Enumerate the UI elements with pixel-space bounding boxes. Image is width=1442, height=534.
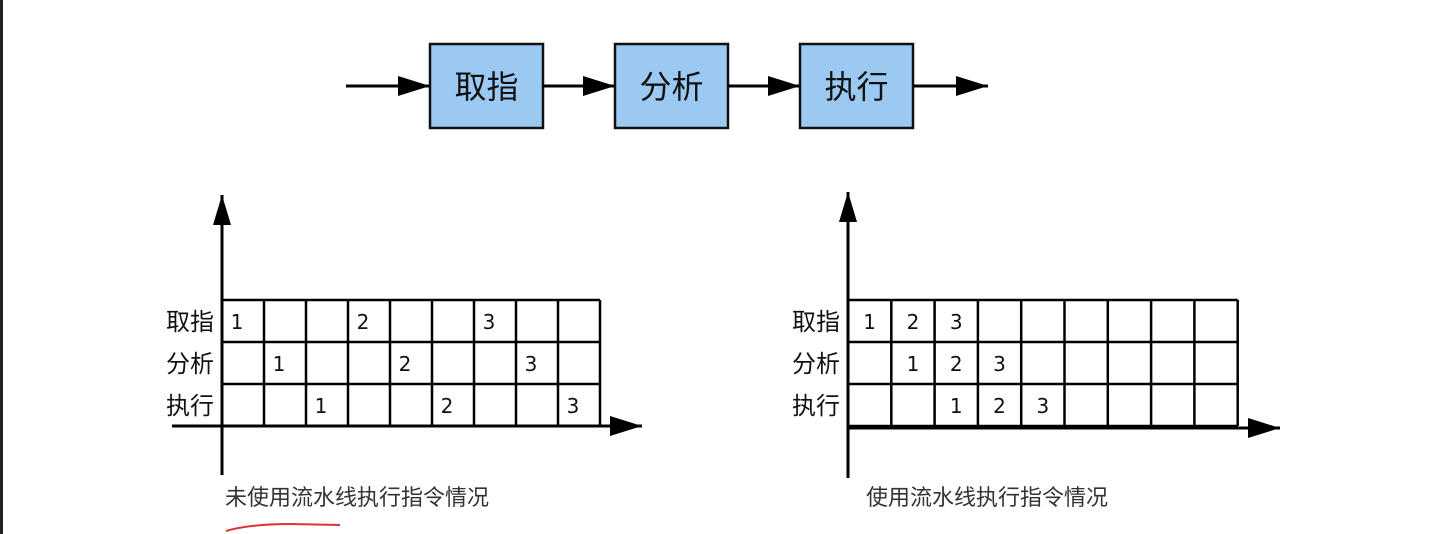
x-axis-arrowhead-icon: [610, 416, 642, 436]
cell-value: 3: [525, 352, 538, 376]
chart-caption: 使用流水线执行指令情况: [866, 486, 1108, 511]
stage-arrow-arrowhead-icon: [583, 76, 615, 96]
stage-label: 分析: [639, 68, 703, 106]
cell-value: 1: [273, 352, 286, 376]
row-label: 执行: [166, 392, 214, 420]
stage-label: 执行: [824, 68, 888, 106]
cell-value: 1: [863, 310, 876, 334]
cell-value: 2: [993, 394, 1006, 418]
input-arrow-arrowhead-icon: [398, 76, 430, 96]
y-axis-arrowhead-icon: [213, 195, 231, 225]
stage-box: [613, 42, 730, 130]
pipeline-flow: 取指 分析 执行: [346, 42, 988, 130]
cell-value: 1: [315, 394, 328, 418]
chart-caption: 未使用流水线执行指令情况: [225, 486, 489, 511]
cell-value: 2: [907, 310, 920, 334]
row-label: 分析: [792, 350, 840, 378]
cell-value: 2: [399, 352, 412, 376]
cell-value: 2: [357, 310, 370, 334]
cell-value: 3: [567, 394, 580, 418]
cell-value: 2: [441, 394, 454, 418]
cell-value: 3: [950, 310, 963, 334]
stage-label: 取指: [454, 68, 518, 106]
row-label: 分析: [166, 350, 214, 378]
cell-value: 1: [231, 310, 244, 334]
row-label: 执行: [792, 392, 840, 420]
row-label: 取指: [166, 308, 214, 336]
x-axis-arrowhead-icon: [1248, 418, 1280, 438]
output-arrow-arrowhead-icon: [956, 76, 988, 96]
cell-value: 2: [950, 352, 963, 376]
cell-value: 1: [950, 394, 963, 418]
stage-arrow-arrowhead-icon: [768, 76, 800, 96]
cell-value: 3: [483, 310, 496, 334]
y-axis-arrowhead-icon: [839, 192, 857, 222]
cell-value: 3: [993, 352, 1006, 376]
row-label: 取指: [792, 308, 840, 336]
stage-box: [798, 42, 915, 130]
cell-value: 1: [907, 352, 920, 376]
red-underline-annotation: [225, 522, 341, 532]
left-edge-border: [0, 0, 3, 534]
cell-value: 3: [1036, 394, 1049, 418]
